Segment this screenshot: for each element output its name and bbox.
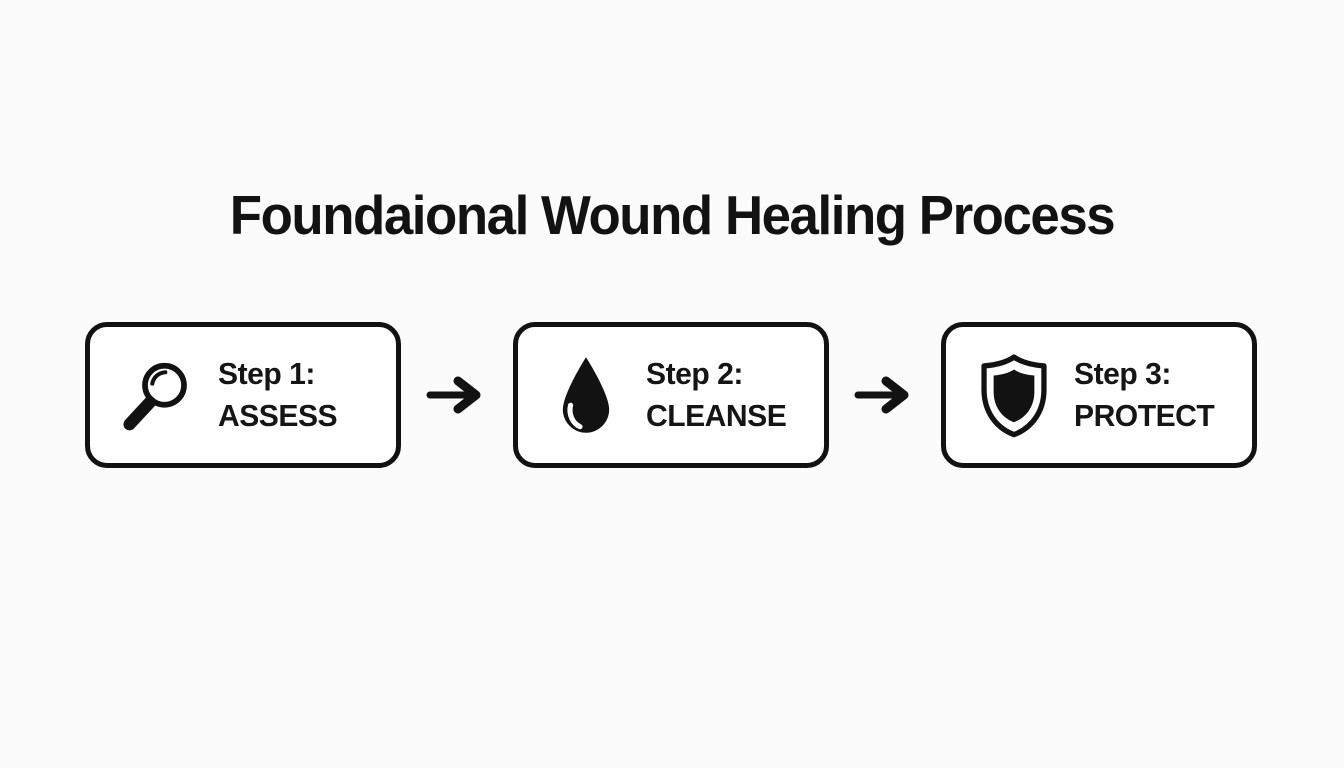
step-box-assess: Step 1: ASSESS (85, 322, 401, 468)
step-text: Step 1: ASSESS (218, 353, 338, 437)
step-action: PROTECT (1074, 398, 1215, 433)
step-text: Step 3: PROTECT (1074, 353, 1215, 437)
step-action: ASSESS (218, 398, 338, 433)
arrow-right-icon (426, 373, 488, 417)
step-label: Step 2: (646, 356, 743, 392)
page-title: Foundaional Wound Healing Process (229, 184, 1116, 246)
step-box-cleanse: Step 2: CLEANSE (513, 322, 829, 468)
step-label: Step 3: (1074, 356, 1171, 392)
arrow-right-icon (854, 373, 916, 417)
step-text: Step 2: CLEANSE (646, 353, 787, 437)
shield-icon (974, 350, 1054, 440)
step-action: CLEANSE (646, 398, 787, 433)
magnifier-icon (118, 350, 198, 440)
step-box-protect: Step 3: PROTECT (941, 322, 1257, 468)
droplet-icon (546, 350, 626, 440)
flow-connector (401, 373, 513, 417)
step-label: Step 1: (218, 356, 315, 392)
process-flow: Step 1: ASSESS Step 2: (85, 322, 1257, 468)
flow-connector (829, 373, 941, 417)
